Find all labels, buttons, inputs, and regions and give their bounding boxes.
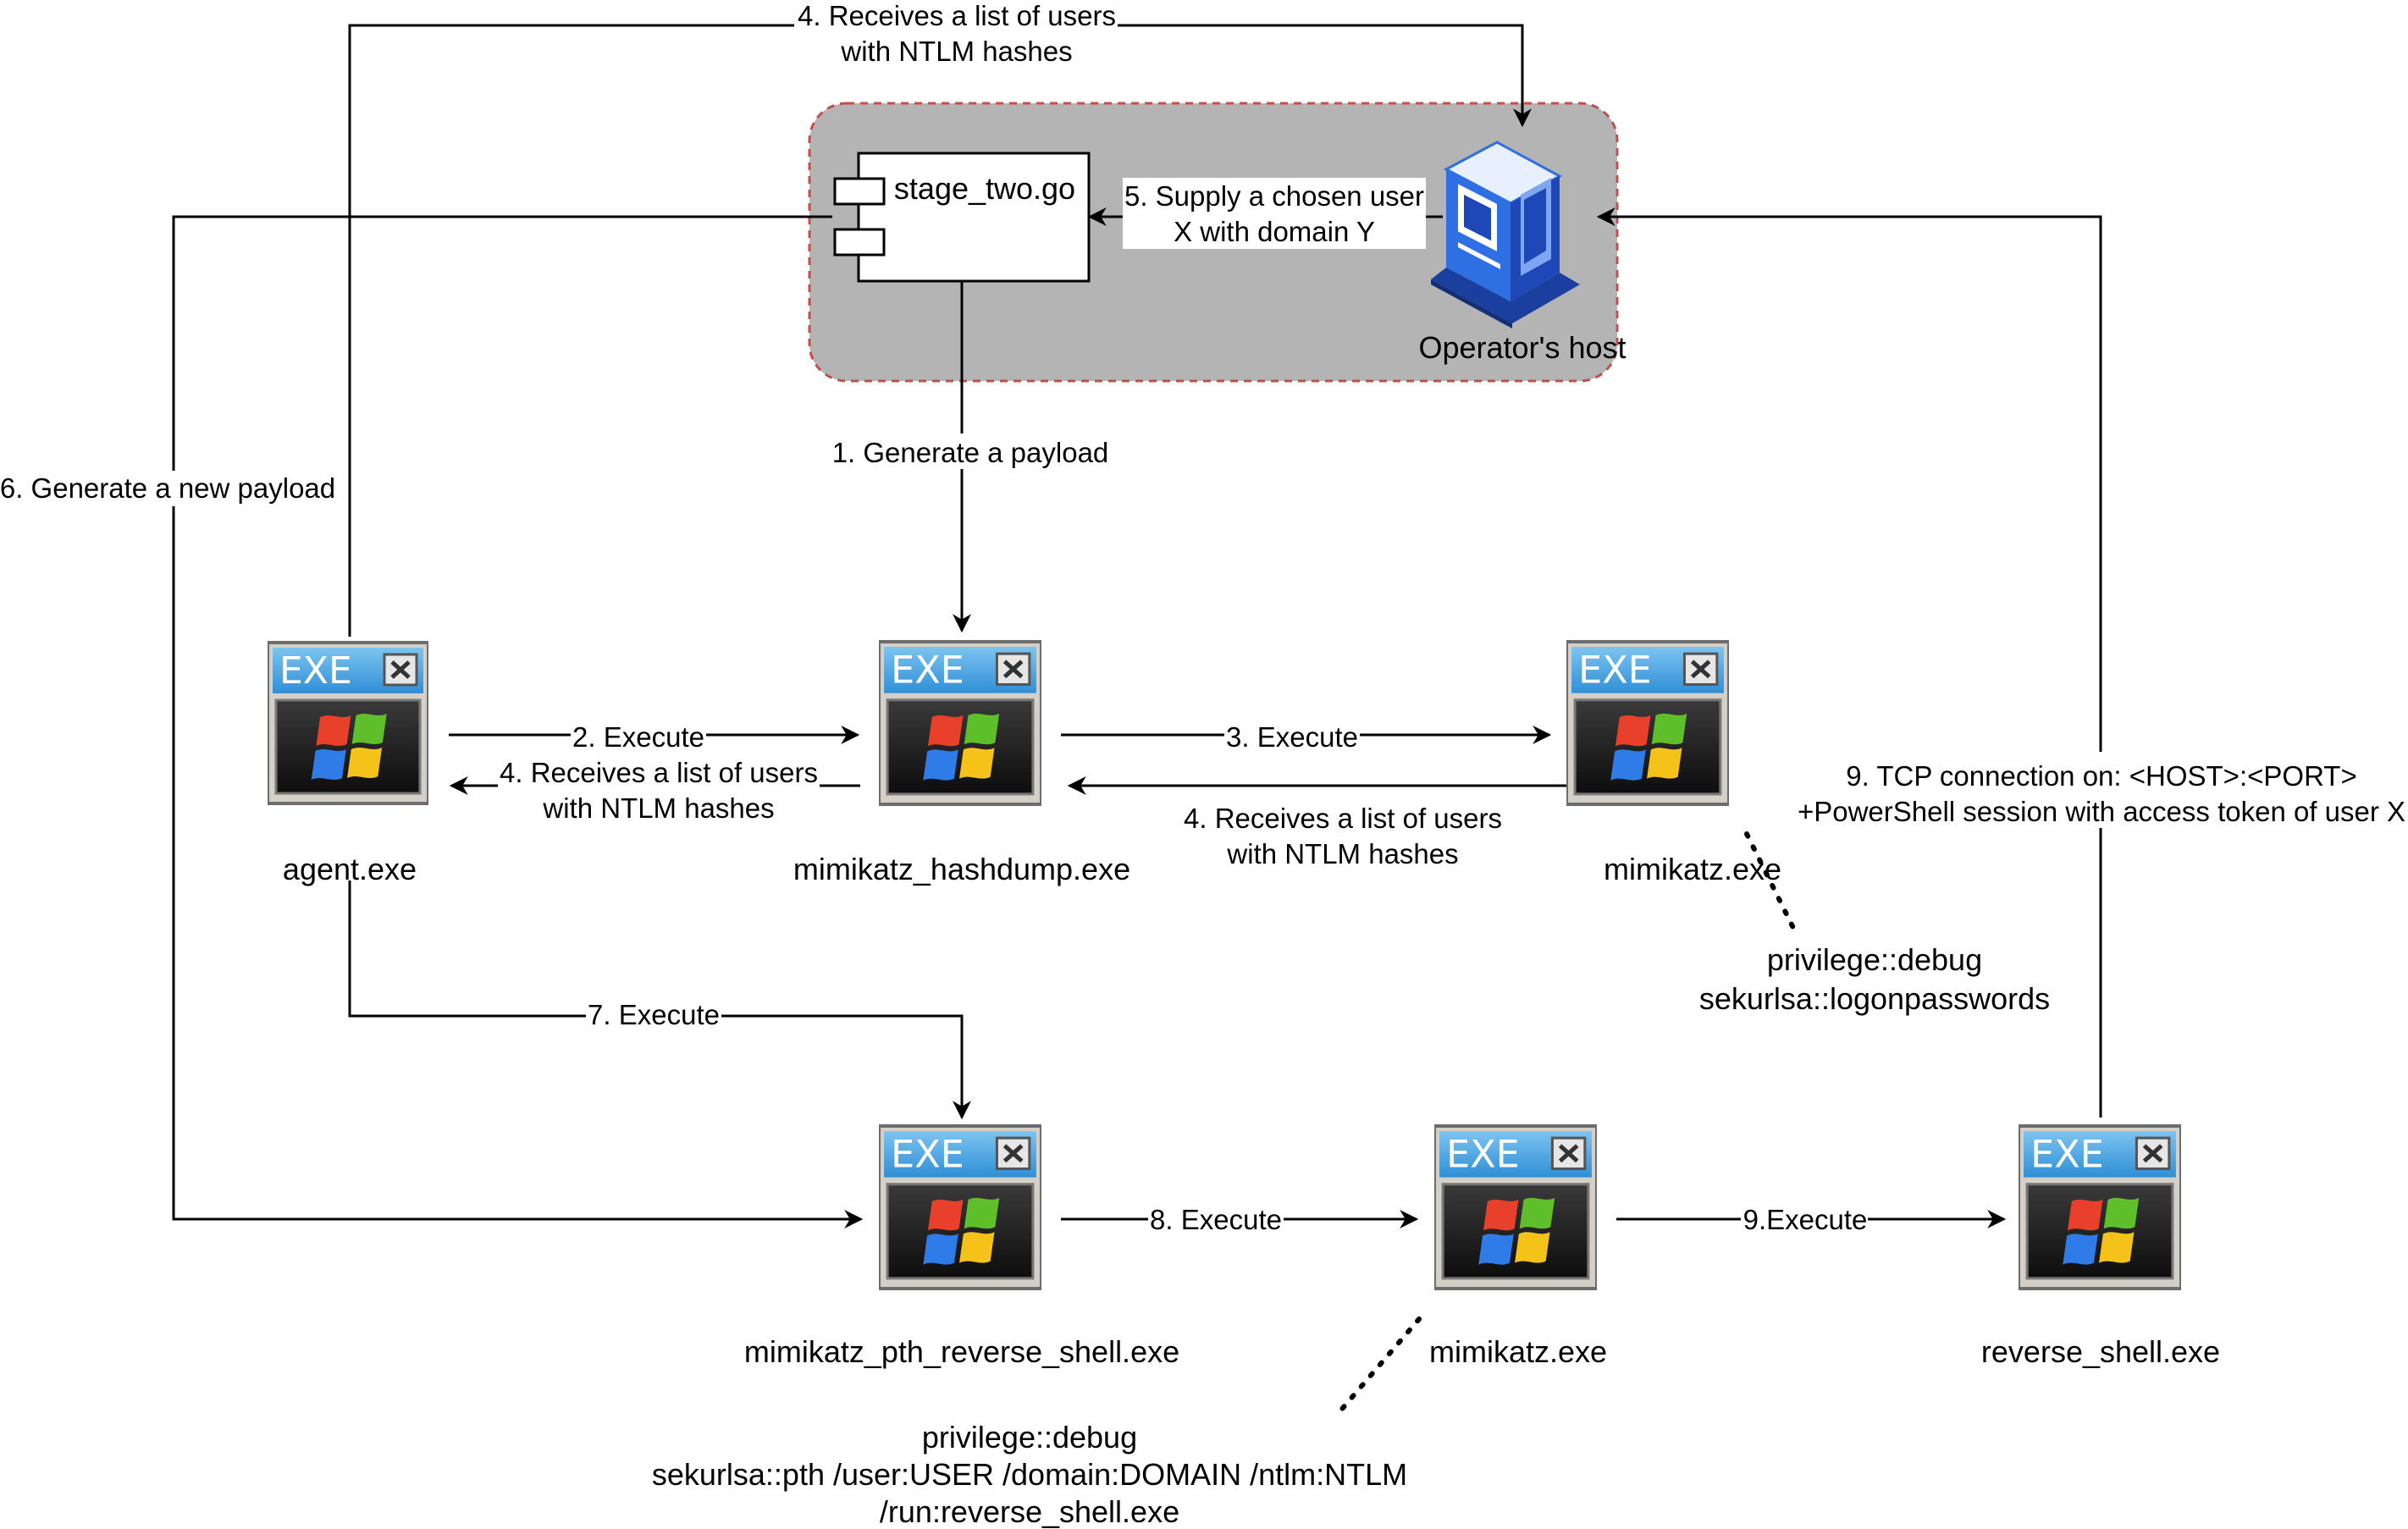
svg-text:8. Execute: 8. Execute <box>1150 1204 1282 1235</box>
exe-window-icon <box>879 1126 1041 1289</box>
svg-text:5. Supply a chosen user: 5. Supply a chosen user <box>1124 180 1424 212</box>
svg-text:4. Receives a list of users: 4. Receives a list of users <box>500 757 818 788</box>
svg-text:privilege::debug: privilege::debug <box>1767 942 1982 977</box>
edge-label-execute-9: 9.Execute <box>1741 1202 1868 1236</box>
node-mimikatz-exe-1[interactable]: mimikatz.exe <box>1566 642 1781 886</box>
edge-label-top-receives: 4. Receives a list of users with NTLM ha… <box>794 0 1118 67</box>
edge-label-generate-new-payload: 6. Generate a new payload <box>0 471 339 506</box>
edge-label-hashdump-receives: 4. Receives a list of users with NTLM ha… <box>1182 799 1504 870</box>
svg-text:sekurlsa::logonpasswords: sekurlsa::logonpasswords <box>1699 981 2050 1016</box>
server-computer-icon <box>1431 141 1580 328</box>
svg-text:7. Execute: 7. Execute <box>588 999 720 1030</box>
edge-generate-new-payload <box>172 215 864 1228</box>
svg-text:2. Execute: 2. Execute <box>572 721 704 753</box>
svg-text:+PowerShell session with acces: +PowerShell session with access token of… <box>1798 796 2405 827</box>
node-label: reverse_shell.exe <box>1981 1334 2220 1369</box>
exe-window-icon <box>1566 642 1729 804</box>
stage-two-component[interactable]: stage_two.go <box>833 152 1091 283</box>
exe-window-icon <box>879 642 1041 804</box>
note-mimikatz-logonpasswords: privilege::debug sekurlsa::logonpassword… <box>1699 942 2050 1016</box>
svg-text:/run:reverse_shell.exe: /run:reverse_shell.exe <box>880 1494 1179 1529</box>
operator-host-label: Operator's host <box>1419 330 1627 365</box>
exe-window-icon <box>1434 1126 1597 1289</box>
svg-text:X with domain Y: X with domain Y <box>1174 216 1375 247</box>
note-connector-mimikatz1 <box>1744 831 1798 934</box>
stage-two-label: stage_two.go <box>894 171 1075 206</box>
svg-text:sekurlsa::pth /user:USER /doma: sekurlsa::pth /user:USER /domain:DOMAIN … <box>652 1457 1407 1492</box>
node-label: agent.exe <box>283 852 417 886</box>
svg-text:6. Generate a new payload: 6. Generate a new payload <box>0 472 335 504</box>
edge-label-execute-2: 2. Execute <box>571 720 706 753</box>
svg-text:9. TCP connection on: <HOST>:<: 9. TCP connection on: <HOST>:<PORT> <box>1846 760 2357 792</box>
svg-text:4. Receives a list of users: 4. Receives a list of users <box>798 0 1116 31</box>
edge-label-supply-user: 5. Supply a chosen user X with domain Y <box>1123 178 1426 249</box>
svg-text:4. Receives a list of users: 4. Receives a list of users <box>1184 803 1502 834</box>
node-mimikatz-exe-2[interactable]: mimikatz.exe <box>1429 1126 1607 1369</box>
edge-label-agent-receives: 4. Receives a list of users with NTLM ha… <box>498 757 820 825</box>
svg-text:with NTLM hashes: with NTLM hashes <box>840 36 1072 67</box>
svg-text:9.Execute: 9.Execute <box>1743 1204 1868 1235</box>
edge-label-generate-payload: 1. Generate a payload <box>830 433 1109 469</box>
edge-label-execute-3: 3. Execute <box>1224 720 1360 753</box>
note-mimikatz-pth: privilege::debug sekurlsa::pth /user:USE… <box>652 1420 1407 1529</box>
exe-window-icon <box>268 643 428 803</box>
exe-window-icon <box>2019 1126 2181 1289</box>
edge-label-execute-8: 8. Execute <box>1148 1202 1284 1236</box>
node-label: mimikatz.exe <box>1429 1334 1607 1369</box>
svg-text:privilege::debug: privilege::debug <box>922 1420 1137 1454</box>
svg-text:with NTLM hashes: with NTLM hashes <box>1226 838 1458 869</box>
edge-label-execute-7: 7. Execute <box>586 999 721 1033</box>
node-reverse-shell-exe[interactable]: reverse_shell.exe <box>1981 1126 2220 1369</box>
operator-host-node[interactable]: Operator's host <box>1419 141 1627 365</box>
edge-label-tcp-connection: 9. TCP connection on: <HOST>:<PORT> +Pow… <box>1798 752 2408 828</box>
node-agent-exe[interactable]: agent.exe <box>268 643 428 886</box>
node-label: mimikatz.exe <box>1604 852 1781 886</box>
svg-text:with NTLM hashes: with NTLM hashes <box>542 792 774 824</box>
node-mimikatz-hashdump-exe[interactable]: mimikatz_hashdump.exe <box>793 642 1130 886</box>
node-mimikatz-pth-reverse-shell-exe[interactable]: mimikatz_pth_reverse_shell.exe <box>744 1126 1179 1369</box>
svg-text:3. Execute: 3. Execute <box>1226 721 1358 753</box>
svg-text:1. Generate a payload: 1. Generate a payload <box>832 437 1109 468</box>
uml-component-icon <box>857 152 1091 283</box>
node-label: mimikatz_hashdump.exe <box>793 852 1130 886</box>
node-label: mimikatz_pth_reverse_shell.exe <box>744 1334 1179 1369</box>
note-connector-mimikatz2 <box>1335 1316 1422 1416</box>
